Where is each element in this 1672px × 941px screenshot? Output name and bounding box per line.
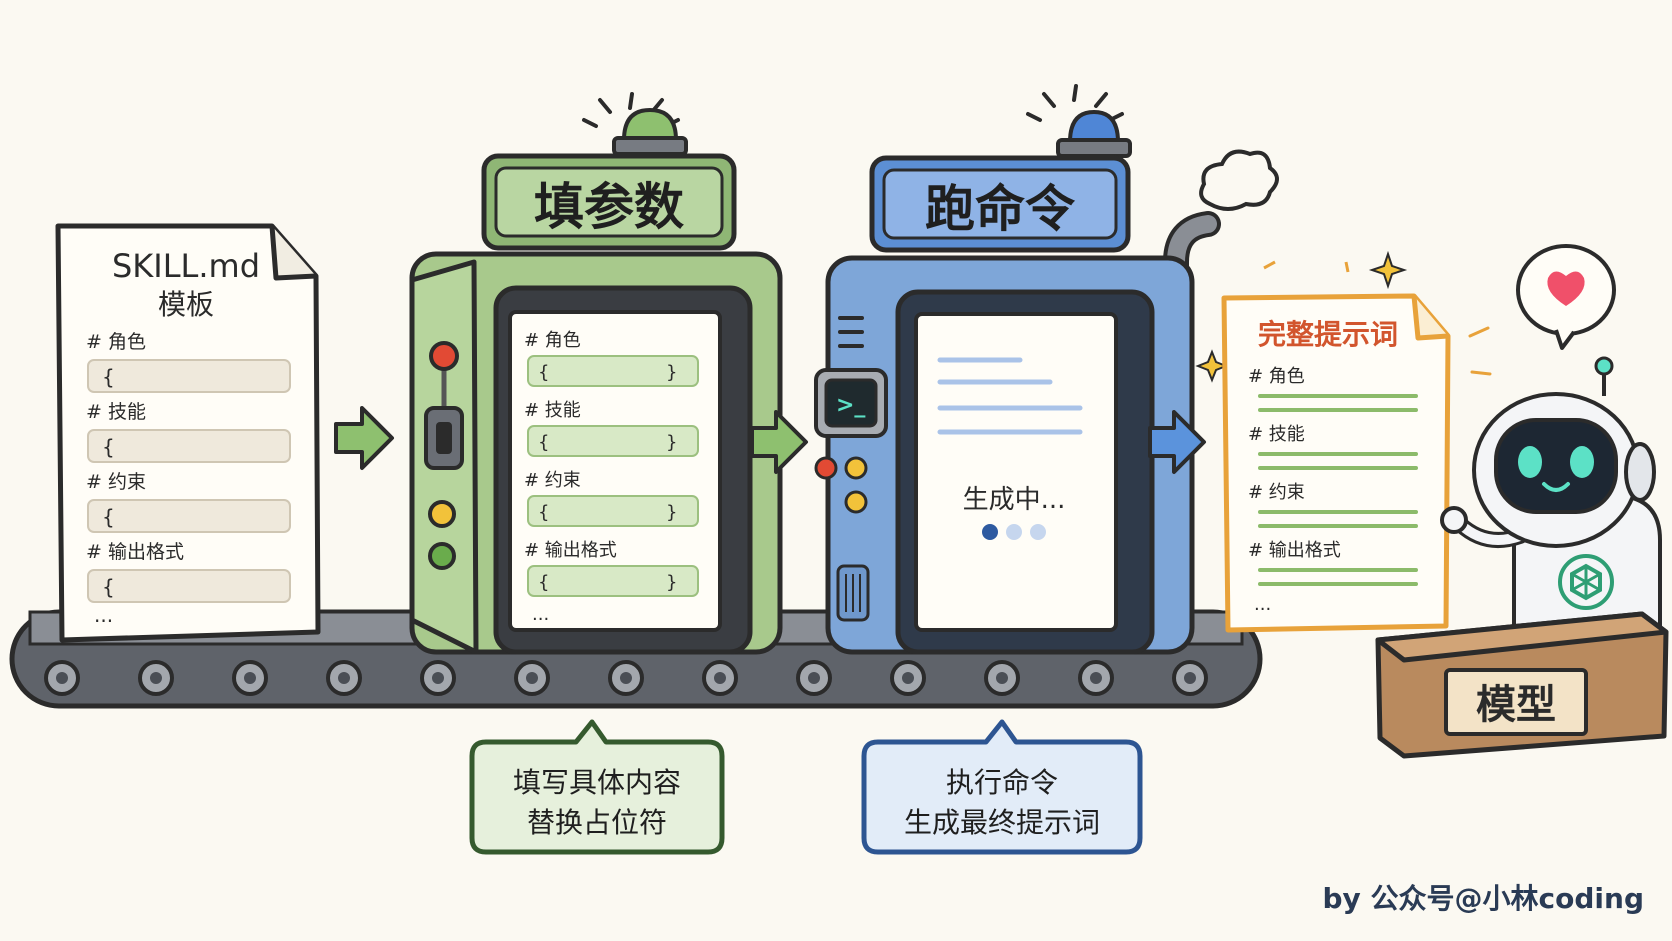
fill-callout: 填写具体内容 替换占位符 [469, 719, 725, 855]
conveyor-roller-hub [1184, 672, 1196, 684]
model-label: 模型 [1476, 682, 1556, 728]
conveyor-roller-hub [902, 672, 914, 684]
fill-field-format [527, 565, 699, 597]
loading-dot-icon [982, 524, 998, 540]
fill-machine-label: 填参数 [534, 178, 684, 236]
fill-open-brace: { [538, 362, 549, 383]
template-placeholder-role [87, 359, 291, 393]
arrow-right-icon [750, 410, 808, 474]
model-desk: 模型 [1375, 611, 1669, 759]
conveyor-roller-hub [1090, 672, 1102, 684]
run-callout-line2: 生成最终提示词 [904, 806, 1100, 839]
conveyor-roller-hub [526, 672, 538, 684]
run-command-machine: 跑命令 >_ 生成中... [814, 84, 1279, 655]
robot-eye [1518, 446, 1542, 478]
conveyor-roller-hub [244, 672, 256, 684]
final-prompt-document: 完整提示词 # 角色 # 技能 # 约束 # 输出格式 ... [1195, 250, 1492, 633]
template-placeholder-constraint [87, 499, 291, 533]
template-section-format: # 输出格式 [86, 541, 184, 563]
conveyor-roller-hub [808, 672, 820, 684]
heart-bubble-icon [1516, 244, 1616, 350]
template-ellipsis: ... [94, 603, 113, 627]
run-callout-line1: 执行命令 [946, 766, 1058, 799]
loading-dot-icon [1006, 524, 1022, 540]
fill-close-brace: } [666, 502, 677, 523]
template-document: SKILL.md 模板 # 角色 { # 技能 { # 约束 { # 输出格式 … [55, 223, 321, 643]
steam-cloud-icon [1199, 149, 1279, 211]
yellow-indicator-icon [428, 500, 456, 528]
green-beacon-light [582, 92, 688, 156]
fill-open-brace: { [538, 572, 549, 593]
fill-section-role: # 角色 [524, 330, 581, 351]
fill-section-constraint: # 约束 [524, 470, 581, 491]
blue-beacon-light [1026, 84, 1132, 158]
template-placeholder-format [87, 569, 291, 603]
author-credit: by 公众号@小林coding [1323, 882, 1645, 915]
fill-section-format: # 输出格式 [524, 540, 617, 561]
final-section-skill: # 技能 [1248, 424, 1305, 445]
conveyor-roller-hub [338, 672, 350, 684]
final-section-constraint: # 约束 [1248, 482, 1305, 503]
template-brace-format: { [102, 575, 115, 599]
conveyor-roller-hub [150, 672, 162, 684]
sparkle-icon [1195, 349, 1229, 383]
run-callout: 执行命令 生成最终提示词 [861, 719, 1143, 855]
fill-callout-line1: 填写具体内容 [513, 766, 681, 799]
robot-smile [1542, 482, 1570, 492]
conveyor-roller-hub [996, 672, 1008, 684]
sparkle-icon [1368, 250, 1408, 290]
robot-model [1440, 244, 1662, 642]
fill-section-skill: # 技能 [524, 400, 581, 421]
ai-logo-icon [1558, 554, 1614, 610]
template-brace-role: { [102, 365, 115, 389]
generating-status: 生成中... [963, 485, 1066, 515]
yellow-indicator-icon [844, 456, 868, 480]
template-title: SKILL.md [112, 247, 260, 285]
final-doc-title: 完整提示词 [1258, 318, 1398, 351]
fill-close-brace: } [666, 432, 677, 453]
template-placeholder-skill [87, 429, 291, 463]
loading-dot-icon [1030, 524, 1046, 540]
fill-close-brace: } [666, 572, 677, 593]
fill-parameters-machine: 填参数 # 角色 { } # 技能 { } # 约束 { } # 输出格式 { [409, 92, 783, 655]
final-section-role: # 角色 [1248, 366, 1305, 387]
arrow-right-icon [334, 406, 394, 470]
fill-ellipsis: ... [532, 604, 549, 625]
template-brace-skill: { [102, 435, 115, 459]
green-indicator-icon [428, 542, 456, 570]
final-ellipsis: ... [1254, 594, 1271, 615]
template-subtitle: 模板 [158, 288, 214, 321]
arrow-right-icon [1148, 410, 1206, 474]
final-section-format: # 输出格式 [1248, 540, 1341, 561]
template-section-skill: # 技能 [86, 401, 146, 423]
run-machine-label: 跑命令 [925, 180, 1076, 238]
fill-field-role [527, 355, 699, 387]
template-section-constraint: # 约束 [86, 471, 146, 493]
fill-open-brace: { [538, 502, 549, 523]
template-section-role: # 角色 [86, 331, 146, 353]
yellow-indicator-icon [844, 490, 868, 514]
conveyor-roller-hub [620, 672, 632, 684]
fill-open-brace: { [538, 432, 549, 453]
template-brace-constraint: { [102, 505, 115, 529]
lever-icon [424, 341, 464, 470]
fill-field-constraint [527, 495, 699, 527]
red-indicator-icon [814, 456, 838, 480]
fill-callout-line2: 替换占位符 [527, 806, 667, 839]
fill-field-skill [527, 425, 699, 457]
robot-eye [1570, 446, 1594, 478]
terminal-prompt: >_ [836, 393, 865, 418]
conveyor-roller-hub [432, 672, 444, 684]
conveyor-roller-hub [714, 672, 726, 684]
fill-close-brace: } [666, 362, 677, 383]
conveyor-roller-hub [56, 672, 68, 684]
